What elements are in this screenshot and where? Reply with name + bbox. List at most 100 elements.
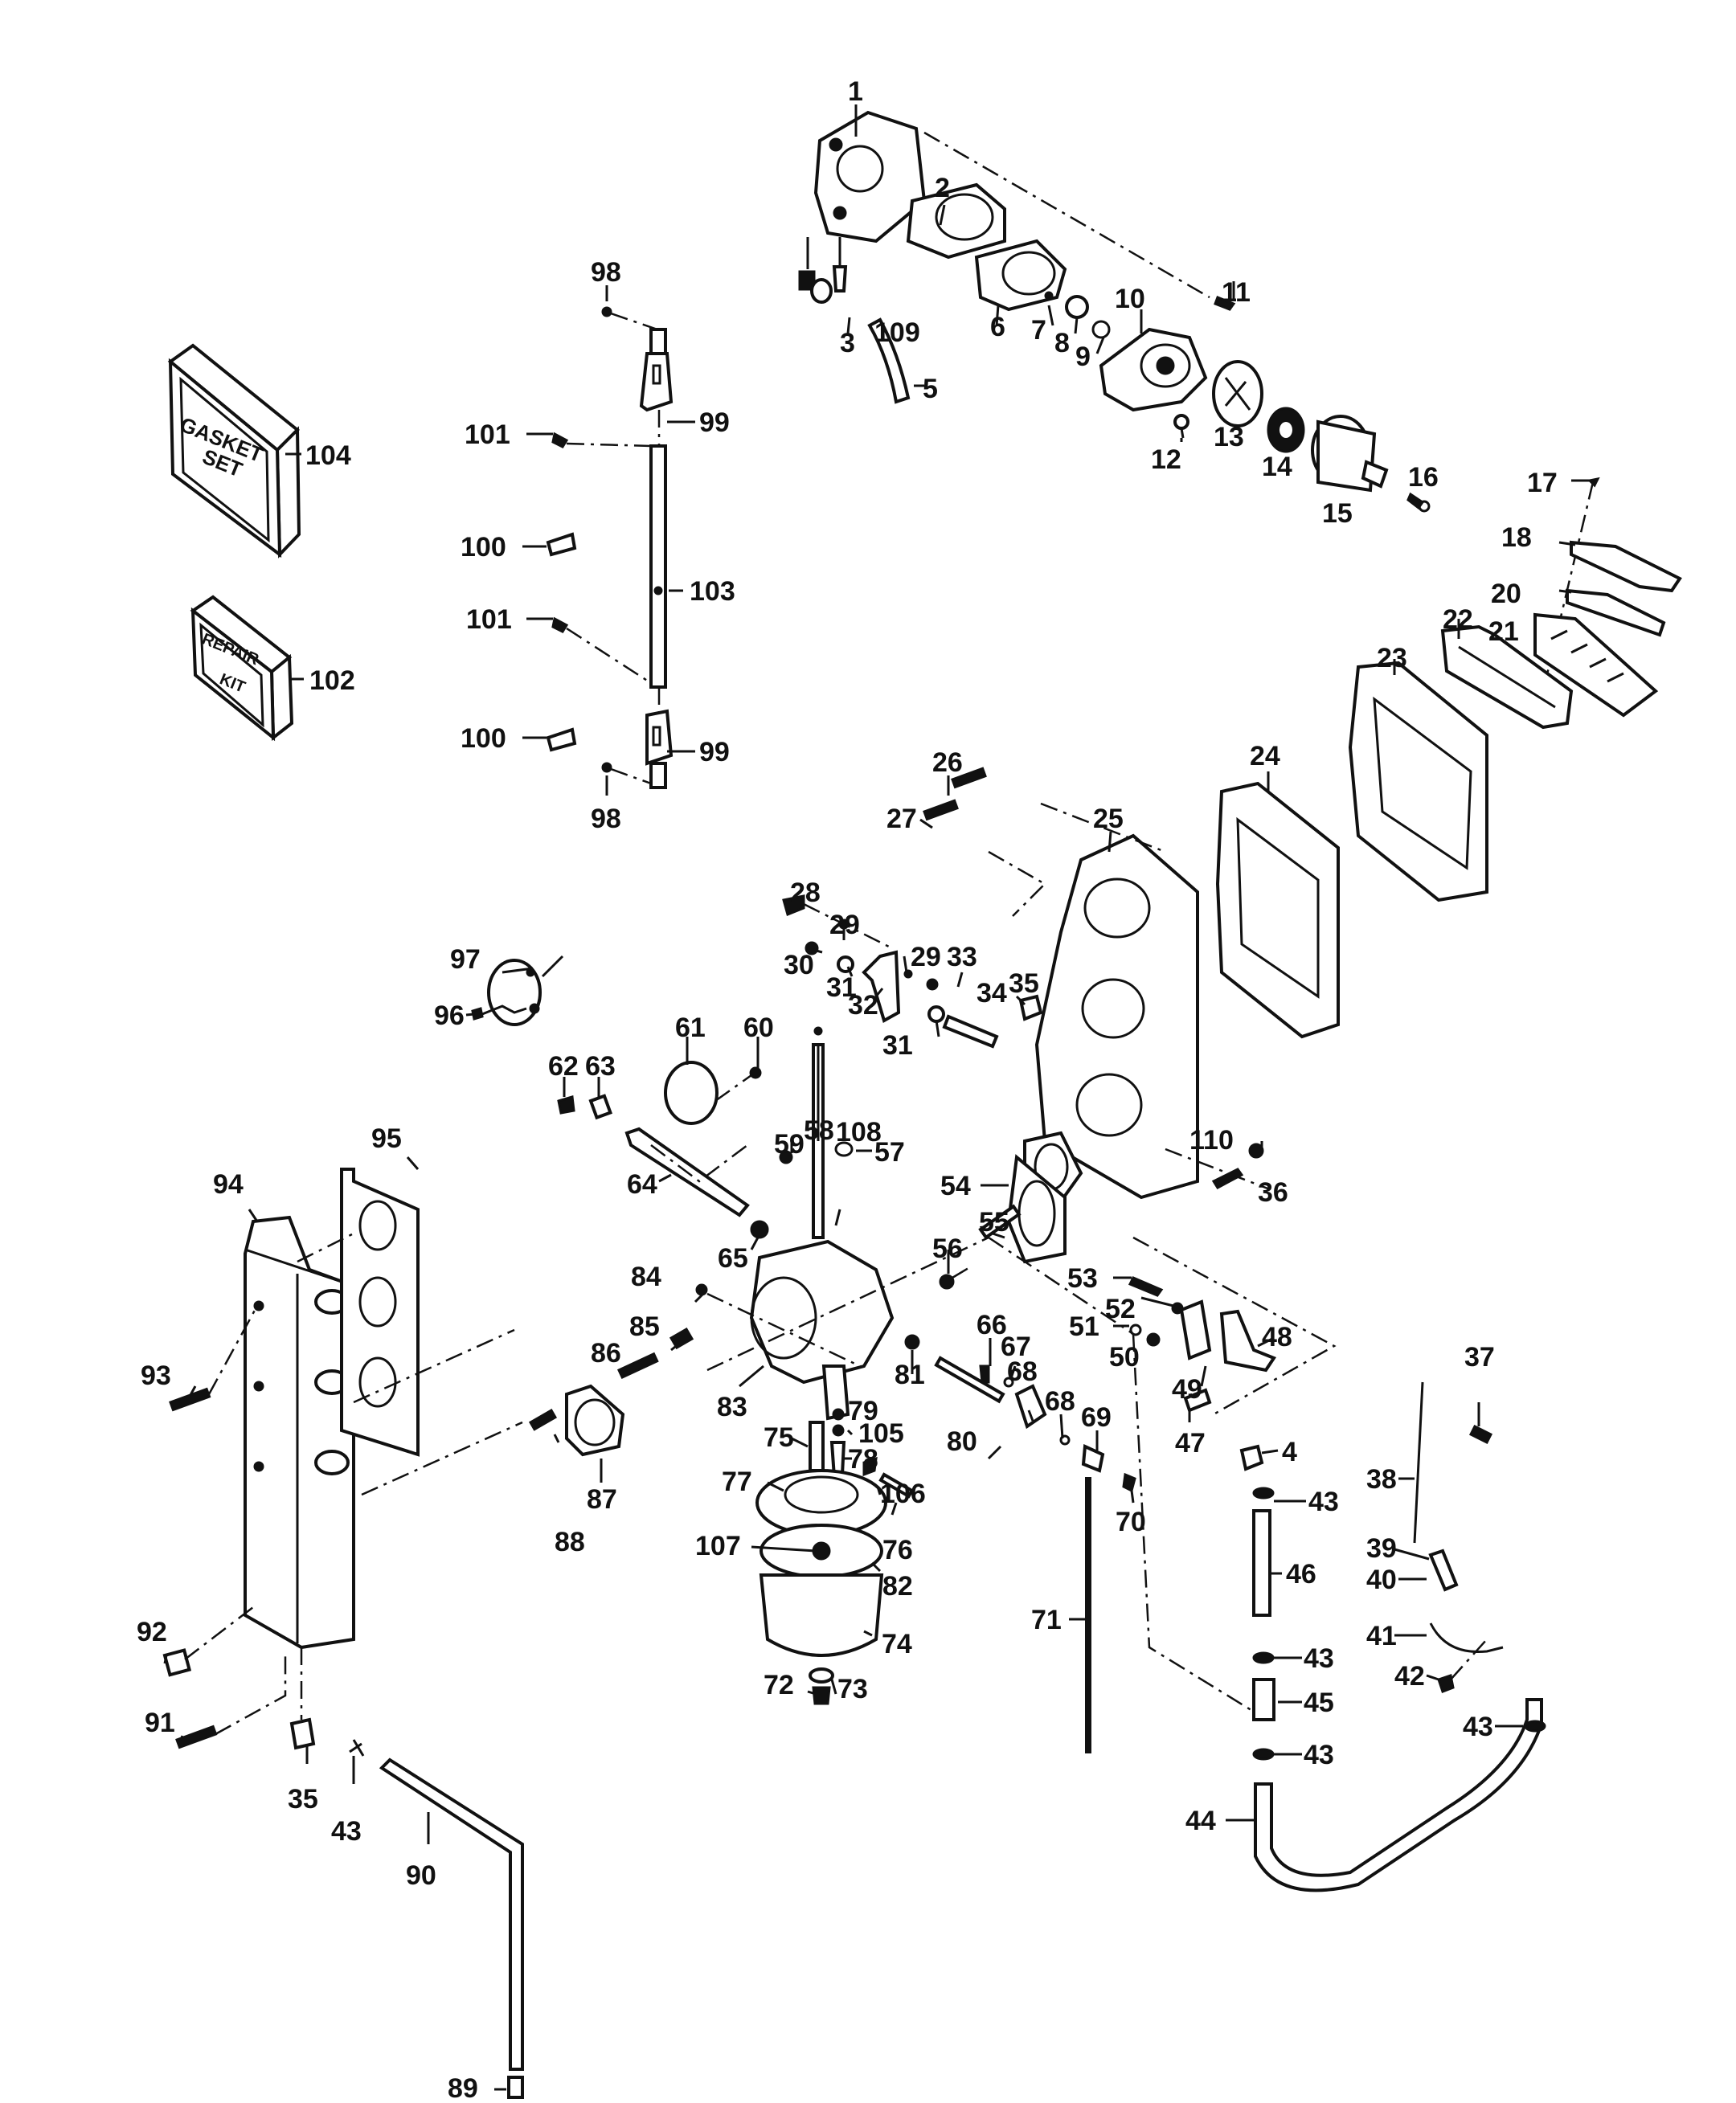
callout-47: 47: [1175, 1428, 1206, 1459]
leader-lines: [163, 104, 1590, 2091]
callout-85: 85: [629, 1311, 660, 1342]
callout-31a: 31: [826, 972, 857, 1003]
callout-88: 88: [555, 1527, 585, 1557]
callout-76: 76: [882, 1535, 913, 1565]
callout-25: 25: [1093, 804, 1124, 834]
callout-8: 8: [1054, 328, 1070, 358]
callout-78: 78: [848, 1444, 878, 1475]
cover-plate: [471, 955, 564, 1026]
callout-83: 83: [717, 1392, 747, 1422]
callout-32: 32: [848, 990, 878, 1021]
callout-104: 104: [305, 440, 351, 471]
callout-81: 81: [895, 1360, 925, 1390]
callout-77: 77: [722, 1467, 752, 1497]
callout-65: 65: [718, 1243, 748, 1274]
callout-29a: 29: [829, 910, 860, 940]
callout-82: 82: [882, 1571, 913, 1602]
intake-manifold: [923, 767, 1271, 1204]
callout-101a: 101: [465, 419, 510, 450]
callout-43d: 43: [1463, 1712, 1493, 1742]
callout-18: 18: [1501, 522, 1532, 553]
callout-67: 67: [1001, 1332, 1031, 1362]
callout-96: 96: [434, 1000, 465, 1031]
callout-100a: 100: [461, 532, 506, 563]
callout-labels: 1 2 3 109 5 6 7 8 9 10 11 12 13 14 15 16…: [137, 76, 1558, 2103]
callout-99a: 99: [699, 407, 730, 438]
callout-105: 105: [858, 1418, 904, 1449]
callout-13: 13: [1214, 422, 1244, 452]
callout-11: 11: [1222, 277, 1251, 308]
callout-55: 55: [979, 1207, 1009, 1238]
callout-9: 9: [1075, 342, 1091, 372]
callout-75: 75: [764, 1422, 794, 1453]
callout-95: 95: [371, 1123, 402, 1154]
callout-37: 37: [1464, 1342, 1495, 1373]
callout-38: 38: [1366, 1464, 1397, 1495]
callout-51: 51: [1069, 1311, 1099, 1342]
callout-35a: 35: [1009, 968, 1039, 999]
callout-98a: 98: [591, 257, 621, 288]
fuel-pump-assembly: [798, 110, 1431, 513]
callout-39: 39: [1366, 1533, 1397, 1564]
callout-58: 58: [804, 1115, 834, 1146]
callout-69: 69: [1081, 1402, 1112, 1433]
callout-102: 102: [309, 665, 355, 696]
callout-97: 97: [450, 944, 481, 975]
callout-91: 91: [145, 1708, 175, 1738]
callout-79: 79: [848, 1396, 878, 1426]
callout-21: 21: [1488, 616, 1519, 647]
callout-94: 94: [213, 1169, 244, 1200]
callout-15: 15: [1322, 498, 1353, 529]
callout-101b: 101: [466, 604, 512, 635]
callout-90: 90: [406, 1860, 436, 1891]
callout-68a: 68: [1007, 1356, 1038, 1387]
callout-100b: 100: [461, 723, 506, 754]
callout-89: 89: [448, 2073, 478, 2103]
callout-66: 66: [976, 1310, 1007, 1340]
callout-1: 1: [848, 76, 863, 107]
callout-16: 16: [1408, 462, 1439, 493]
callout-61: 61: [675, 1013, 706, 1043]
callout-43a: 43: [1308, 1487, 1339, 1517]
callout-107: 107: [695, 1531, 741, 1561]
repair-kit-box: REPAIR KIT: [190, 595, 294, 742]
callout-27: 27: [886, 804, 917, 834]
callout-7: 7: [1031, 315, 1046, 346]
callout-103: 103: [690, 576, 735, 607]
callout-84: 84: [631, 1262, 661, 1292]
callout-62: 62: [548, 1051, 579, 1082]
callout-56: 56: [932, 1234, 963, 1264]
callout-73: 73: [837, 1674, 868, 1704]
callout-92: 92: [137, 1617, 167, 1647]
callout-36: 36: [1258, 1177, 1288, 1208]
callout-41: 41: [1366, 1621, 1397, 1651]
callout-14: 14: [1262, 452, 1292, 482]
callout-68b: 68: [1045, 1386, 1075, 1417]
callout-17: 17: [1527, 468, 1558, 498]
callout-46: 46: [1286, 1559, 1316, 1590]
callout-54: 54: [940, 1171, 971, 1201]
callout-10: 10: [1115, 284, 1145, 314]
callout-64: 64: [627, 1169, 657, 1200]
callout-43c: 43: [1304, 1740, 1334, 1770]
callout-50: 50: [1109, 1342, 1140, 1373]
callout-6: 6: [990, 312, 1005, 342]
callout-43e: 43: [331, 1816, 362, 1847]
callout-12: 12: [1151, 444, 1181, 475]
callout-109: 109: [874, 317, 920, 348]
callout-99b: 99: [699, 737, 730, 767]
callout-98b: 98: [591, 804, 621, 834]
callout-29b: 29: [911, 942, 941, 972]
callout-40: 40: [1366, 1565, 1397, 1595]
callout-33: 33: [947, 942, 977, 972]
callout-48: 48: [1262, 1322, 1292, 1352]
callout-63: 63: [585, 1051, 616, 1082]
callout-110: 110: [1189, 1125, 1234, 1156]
gasket-set-box: GASKET SET: [167, 343, 301, 558]
callout-86: 86: [591, 1338, 621, 1369]
callout-93: 93: [141, 1360, 171, 1391]
callout-106: 106: [880, 1479, 926, 1509]
callout-4: 4: [1282, 1437, 1297, 1467]
callout-45: 45: [1304, 1688, 1334, 1718]
callout-72: 72: [764, 1670, 794, 1700]
